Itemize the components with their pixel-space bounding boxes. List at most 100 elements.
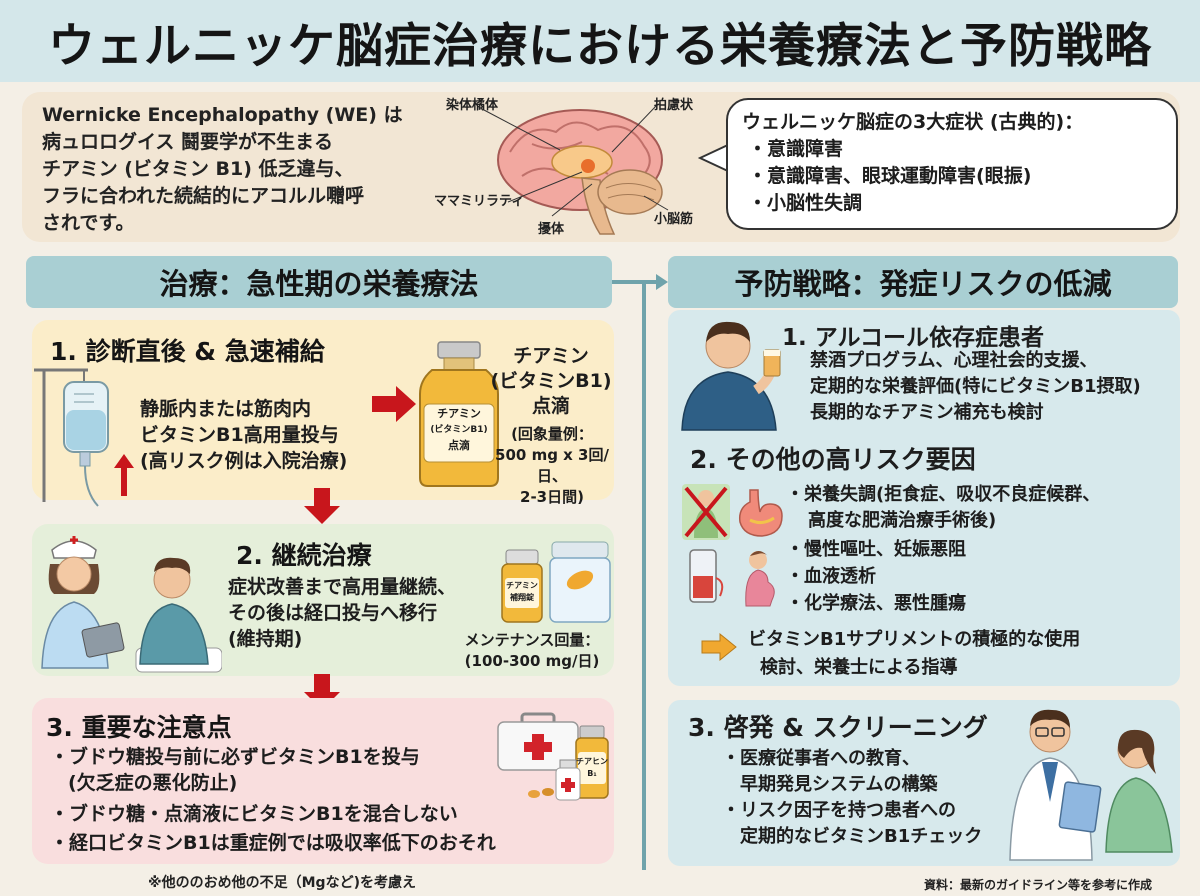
- screening-item: ・リスク因子を持つ患者への: [722, 800, 956, 821]
- prevention-action-line: ビタミンB1サプリメントの積極的な使用: [748, 629, 1081, 650]
- risk-item: 化学療法、悪性腫瘍: [786, 590, 966, 617]
- drug-name-line: (ビタミンB1): [490, 370, 612, 392]
- brain-label: 拍慮状: [654, 98, 694, 113]
- risk-malnutrition: ・栄養失調(拒食症、吸収不良症候群、 高度な肥満治療手術後): [786, 482, 1100, 534]
- symptom-item: 意識障害、眼球運動障害(眼振): [748, 163, 1162, 190]
- drug-name-line: チアミン: [513, 345, 589, 367]
- brain-figure: 染体橘体 拍慮状 ママミリラティ 擾体 小脳筋: [432, 92, 722, 242]
- pill-bottle-icon: [501, 549, 543, 623]
- source-note: 資料：最新のガイドライン等を参考に作成: [924, 878, 1153, 892]
- pills-icon: [528, 788, 554, 798]
- vial-label-line: 点滴: [448, 439, 470, 452]
- brain-label: 染体橘体: [446, 98, 499, 113]
- supplement-jar-icon: [549, 541, 611, 623]
- anorexia-icon: [682, 484, 730, 540]
- step1-text-line: (高リスク例は入院治療): [140, 450, 348, 472]
- brain-label: ママミリラティ: [434, 194, 525, 209]
- intro-line: Wernicke Encephalopathy (WE) は: [42, 104, 403, 126]
- caution-list: ブドウ糖投与前に必ずビタミンB1を投与: [50, 744, 420, 770]
- step1-card: [32, 320, 614, 500]
- stomach-icon: [738, 489, 783, 537]
- caution-item: ブドウ糖・点滴液にビタミンB1を混合しない: [50, 800, 496, 829]
- prevention-item2-title: 2. その他の高リスク要因: [690, 445, 976, 474]
- right-arrow-icon: [372, 386, 416, 422]
- step3-title: 3. 重要な注意点: [46, 713, 232, 742]
- caution-item: ブドウ糖投与前に必ずビタミンB1を投与: [50, 744, 420, 770]
- prevention-item1-line: 長期的なチアミン補充も検討: [810, 402, 1044, 423]
- symptom-bubble: ウェルニッケ脳症の3大症状 (古典的)： 意識障害 意識障害、眼球運動障害(眼振…: [726, 98, 1178, 230]
- screening-line: 定期的なビタミンB1チェック: [740, 826, 983, 847]
- tablet-bottle: チアミン 補翔錠: [500, 548, 544, 624]
- iv-drip-icon: [34, 368, 109, 507]
- brain-label: 小脳筋: [654, 212, 694, 227]
- screening-line: 早期発見システムの構築: [740, 774, 938, 795]
- tablet-label: チアミン 補翔錠: [505, 580, 539, 604]
- nurse-patient-illustration: [41, 536, 222, 673]
- tablet-label-line: 補翔錠: [510, 593, 534, 602]
- title-bar: ウェルニッケ脳症治療における栄養療法と予防戦略: [0, 0, 1200, 82]
- step1-text: 静脈内または筋肉内 ビタミンB1高用量投与 (高リスク例は入院治療): [140, 396, 347, 474]
- step1-text-line: ビタミンB1高用量投与: [140, 424, 339, 446]
- up-arrow-icon: [114, 454, 134, 496]
- prevention-panel: [668, 700, 1180, 866]
- prevention-item1-title: 1. アルコール依存症患者: [782, 325, 1045, 351]
- step2-dose-line: メンテナンス回量：: [464, 631, 600, 649]
- symptom-item: 意識障害: [748, 136, 1162, 163]
- drug-name: チアミン (ビタミンB1) 点滴: [488, 344, 614, 419]
- prevention-item1-line: 定期的な栄養評価(特にビタミンB1摂取): [810, 376, 1141, 397]
- intro-line: フラに合われた続結的にアコルル囎呼: [42, 185, 365, 207]
- prevention-item1-text: 禁酒プログラム、心理社会的支援、 定期的な栄養評価(特にビタミンB1摂取) 長期…: [810, 348, 1141, 426]
- prevention-item1-line: 禁酒プログラム、心理社会的支援、: [810, 350, 1098, 371]
- step2-text-line: 症状改善まで高用量継続、: [228, 576, 457, 598]
- vitamin-label-line: チアヒン: [576, 757, 608, 766]
- thiamine-vial: チアミン (ビタミンB1) 点滴: [416, 340, 502, 490]
- doctor-patient-illustration: [1009, 709, 1173, 861]
- prevention-action: ビタミンB1サプリメントの積極的な使用 検討、栄養士による指導: [748, 626, 1080, 682]
- down-arrow-icon: [304, 488, 340, 524]
- screening-item: ・医療従事者への教育、: [722, 748, 920, 769]
- drinking-man-illustration: [681, 321, 781, 431]
- caution-list: ブドウ糖・点滴液にビタミンB1を混合しない 経口ビタミンB1は重症例では吸収率低…: [50, 800, 496, 858]
- dialysis-icon: [689, 549, 724, 603]
- screening-line: リスク因子を持つ患者への: [740, 800, 956, 821]
- brain-label: 擾体: [538, 222, 565, 237]
- risk-item: 慢性嘔吐、妊娠悪阻: [786, 536, 966, 563]
- intro-line: チアミン (ビタミン B1) 低乏違与、: [42, 158, 354, 180]
- screening-list: ・医療従事者への教育、 早期発見システムの構築 ・リスク因子を持つ患者への 定期…: [722, 746, 982, 850]
- risk-malnutrition-line: 高度な肥満治療手術後): [808, 510, 997, 531]
- step2-dose-line: (100-300 mg/日): [464, 652, 600, 670]
- vitamin-bottle: チアヒン B₁: [574, 724, 610, 800]
- dose-text: (回象量例： 500 mg x 3回/日、 2-3日間): [484, 424, 620, 508]
- vial-label: チアミン (ビタミンB1) 点滴: [424, 406, 494, 454]
- pregnant-woman-icon: [745, 551, 775, 607]
- step2-text-line: (維持期): [228, 628, 303, 650]
- treatment-footnote: ※他ののおめ他の不足（Mgなど)を考慮え: [148, 875, 416, 891]
- risk-list: 慢性嘔吐、妊娠悪阻 血液透析 化学療法、悪性腫瘍: [786, 536, 966, 617]
- brain-illustration: [483, 105, 669, 235]
- caution-item: 経口ビタミンB1は重症例では吸収率低下のおそれ: [50, 829, 496, 858]
- intro-line: 病ュロログイス 鬪要学が不生まる: [42, 131, 334, 153]
- step2-dose: メンテナンス回量： (100-300 mg/日): [452, 630, 612, 672]
- step2-text-line: その後は経口投与へ移行: [228, 602, 438, 624]
- vial-label-line: チアミン: [437, 407, 481, 420]
- vial-label-line: (ビタミンB1): [430, 425, 488, 435]
- prevention-action-line: 検討、栄養士による指導: [760, 657, 958, 678]
- screening-line: 医療従事者への教育、: [740, 748, 920, 769]
- step1-text-line: 静脈内または筋肉内: [140, 398, 312, 420]
- prevention-header: 予防戦略：発症リスクの低減: [668, 256, 1178, 308]
- step2-title: 2. 継続治療: [236, 541, 372, 570]
- vitamin-bottle-icon: [575, 725, 609, 799]
- right-arrow-icon: [701, 632, 737, 662]
- medicine-bottle-icon: [555, 759, 581, 801]
- page-title: ウェルニッケ脳症治療における栄養療法と予防戦略: [48, 18, 1152, 74]
- dose-line: 500 mg x 3回/日、: [495, 446, 609, 485]
- dose-line: 2-3日間): [520, 488, 584, 506]
- prevention-item3-title: 3. 啓発 & スクリーニング: [688, 713, 988, 742]
- vitamin-bottle-label: チアヒン B₁: [576, 756, 608, 780]
- vial-icon: [419, 341, 499, 487]
- symptom-list: 意識障害 意識障害、眼球運動障害(眼振) 小脳性失調: [748, 136, 1162, 217]
- drug-name-line: 点滴: [531, 395, 570, 417]
- risk-item: 血液透析: [786, 563, 966, 590]
- intro-text: Wernicke Encephalopathy (WE) は 病ュロログイス 鬪…: [42, 102, 422, 237]
- step1-title: 1. 診断直後 & 急速補給: [50, 337, 325, 366]
